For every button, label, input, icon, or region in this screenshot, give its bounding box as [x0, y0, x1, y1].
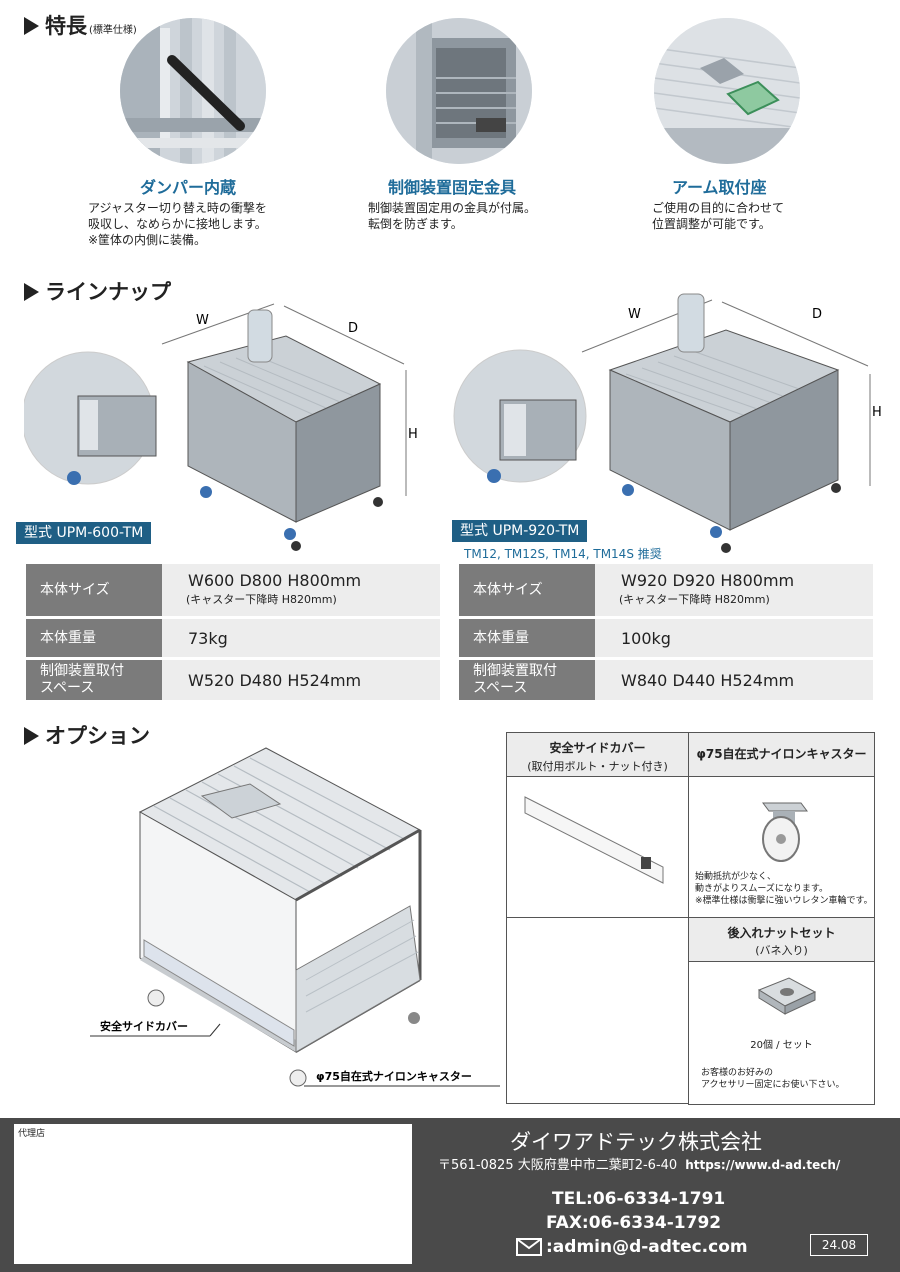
feature-desc: 制御装置固定用の金具が付属。 転倒を防ぎます。	[368, 201, 537, 231]
spec-key: 制御装置取付 スペース	[459, 660, 595, 700]
agent-box: 代理店	[14, 1124, 412, 1264]
callout-side-cover: 安全サイドカバー	[100, 1019, 188, 1033]
options-table: 安全サイドカバー (取付用ボルト・ナット付き) φ75自在式ナイロンキャスター …	[506, 732, 875, 1105]
nut-quantity: 20個 / セット	[750, 1040, 813, 1051]
spec-key: 本体重量	[26, 619, 162, 657]
dim-h-label: H	[408, 427, 418, 442]
options-heading: オプション	[24, 720, 150, 750]
spec-value: W840 D440 H524mm	[595, 660, 873, 700]
caster-image	[762, 802, 808, 862]
callout-caster: φ75自在式ナイロンキャスター	[316, 1069, 472, 1083]
side-cover-highlight	[143, 939, 295, 1047]
company-name: ダイワアドテック株式会社	[510, 1130, 762, 1154]
feature-desc: ご使用の目的に合わせて 位置調整が可能です。	[652, 201, 785, 231]
feature-damper: ダンパー内蔵 アジャスター切り替え時の衝撃を 吸収し、なめらかに接地します。 ※…	[88, 18, 356, 248]
spec-table-upm-600: 本体サイズ W600 D800 H800mm (キャスター下降時 H820mm)…	[26, 561, 440, 703]
spec-value: 73kg	[162, 619, 440, 657]
features-heading: 特長 (標準仕様)	[24, 10, 137, 40]
feature-arm-mount: アーム取付座 ご使用の目的に合わせて 位置調整が可能です。	[630, 18, 890, 232]
spec-value: W920 D920 H800mm (キャスター下降時 H820mm)	[595, 564, 873, 616]
version-badge: 24.08	[810, 1234, 868, 1256]
phone-number: TEL:06-6334-1791	[552, 1189, 726, 1209]
lineup-heading: ラインナップ	[24, 276, 171, 306]
feature-fixing-bracket: 制御装置固定金具 制御装置固定用の金具が付属。 転倒を防ぎます。	[362, 18, 622, 232]
arm-mount-photo	[654, 18, 800, 164]
spec-key: 本体サイズ	[459, 564, 595, 616]
upm-920-illustration: W D H	[453, 293, 882, 553]
side-cover-image	[524, 796, 664, 884]
option-side-cover: 安全サイドカバー (取付用ボルト・ナット付き)	[506, 732, 689, 918]
dim-w-label: W	[628, 307, 641, 322]
dim-w-label: W	[196, 313, 209, 328]
website-link[interactable]: https://www.d-ad.tech/	[685, 1158, 841, 1172]
spec-value: W600 D800 H800mm (キャスター下降時 H820mm)	[162, 564, 440, 616]
option-nut-set: 後入れナットセット (バネ入り) 20個 / セット お客様のお好みの アクセサ…	[688, 917, 875, 1105]
spec-key: 本体重量	[459, 619, 595, 657]
spec-key: 本体サイズ	[26, 564, 162, 616]
triangle-bullet-icon	[24, 17, 39, 35]
nut-image	[757, 977, 817, 1015]
feature-title: 制御装置固定金具	[388, 178, 517, 197]
option-caster: φ75自在式ナイロンキャスター 始動抵抗が少なく、 動きがよりスムーズになります…	[688, 732, 875, 918]
triangle-bullet-icon	[24, 283, 39, 301]
spec-key: 制御装置取付 スペース	[26, 660, 162, 700]
model-tag-upm-920: 型式 UPM-920-TM	[452, 520, 588, 542]
spec-value: W520 D480 H524mm	[162, 660, 440, 700]
feature-title: アーム取付座	[672, 178, 767, 197]
dim-d-label: D	[348, 321, 358, 336]
email[interactable]: :admin@d-adtec.com	[516, 1237, 748, 1257]
feature-desc: アジャスター切り替え時の衝撃を 吸収し、なめらかに接地します。 ※筐体の内側に装…	[88, 201, 267, 247]
damper-photo	[120, 18, 266, 164]
options-cabinet-illustration: 安全サイドカバー φ75自在式ナイロンキャスター	[90, 747, 500, 1087]
fax-number: FAX:06-6334-1792	[546, 1213, 722, 1233]
envelope-icon	[516, 1238, 542, 1256]
spec-value: 100kg	[595, 619, 873, 657]
dim-d-label: D	[812, 307, 822, 322]
upm-600-illustration: W D H	[24, 303, 418, 551]
recommend-note: TM12, TM12S, TM14, TM14S 推奨	[464, 547, 662, 561]
dim-h-label: H	[872, 405, 882, 420]
feature-title: ダンパー内蔵	[140, 178, 237, 197]
triangle-bullet-icon	[24, 727, 39, 745]
bracket-photo	[386, 18, 532, 164]
footer: 代理店 ダイワアドテック株式会社 〒561-0825 大阪府豊中市二葉町2-6-…	[0, 1118, 900, 1272]
spec-table-upm-920: 本体サイズ W920 D920 H800mm (キャスター下降時 H820mm)…	[459, 561, 873, 703]
model-tag-upm-600: 型式 UPM-600-TM	[16, 522, 152, 544]
